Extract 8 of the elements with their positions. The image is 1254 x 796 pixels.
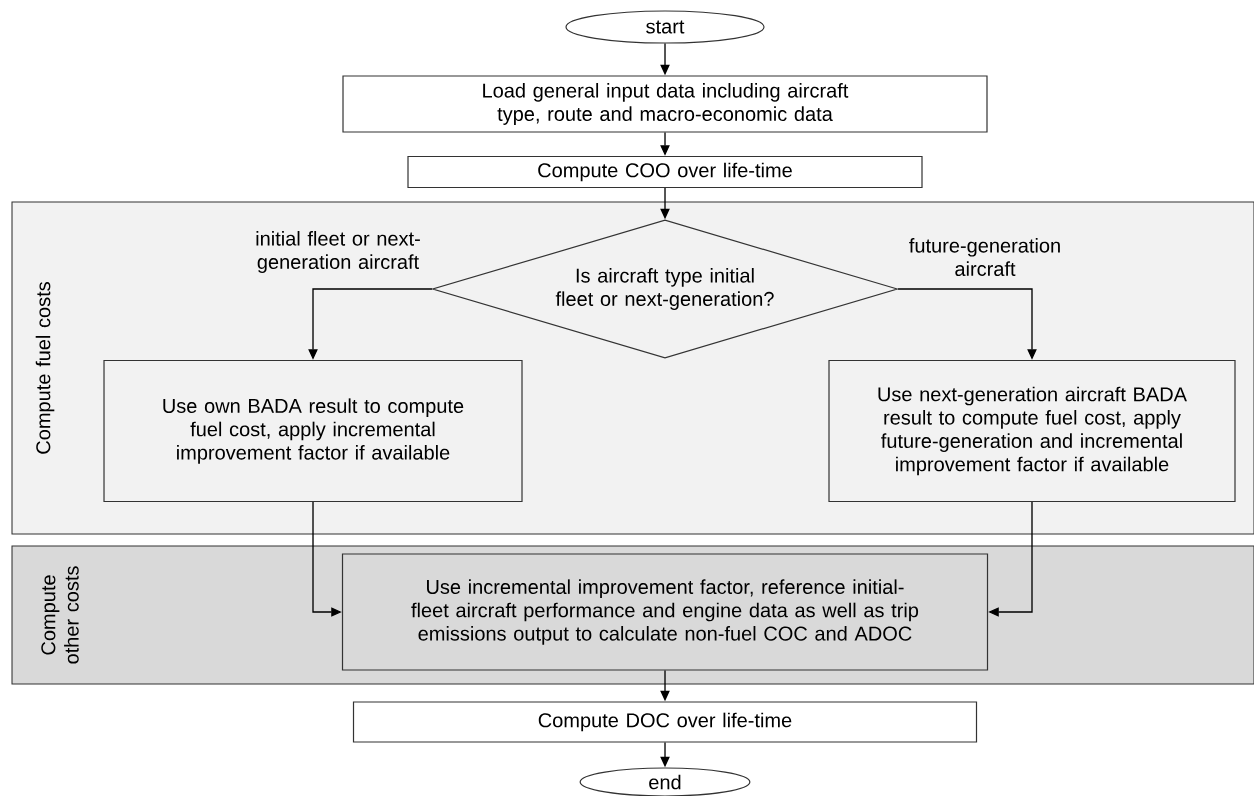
- process-box: Use own BADA result to compute fuel cost, apply incremental improvement factor if available: [103, 359, 523, 503]
- process-box: Load general input data including aircraft type, route and macro-economic data: [342, 75, 988, 133]
- process-box: Compute COO over life-time: [407, 155, 923, 189]
- process-box: Use next-generation aircraft BADA result to compute fuel cost, apply future-generation and incremental improvement factor if available: [828, 359, 1236, 503]
- process-box: Compute DOC over life-time: [352, 701, 978, 743]
- edge-label: initial fleet or next-generation aircraft: [256, 231, 420, 273]
- process-box: Use incremental improvement factor, reference initial-fleet aircraft performance and engine data as well as trip emissions output to calculate non-fuel COC and ADOC: [341, 553, 989, 671]
- edge-label: future-generation aircraft: [909, 238, 1060, 276]
